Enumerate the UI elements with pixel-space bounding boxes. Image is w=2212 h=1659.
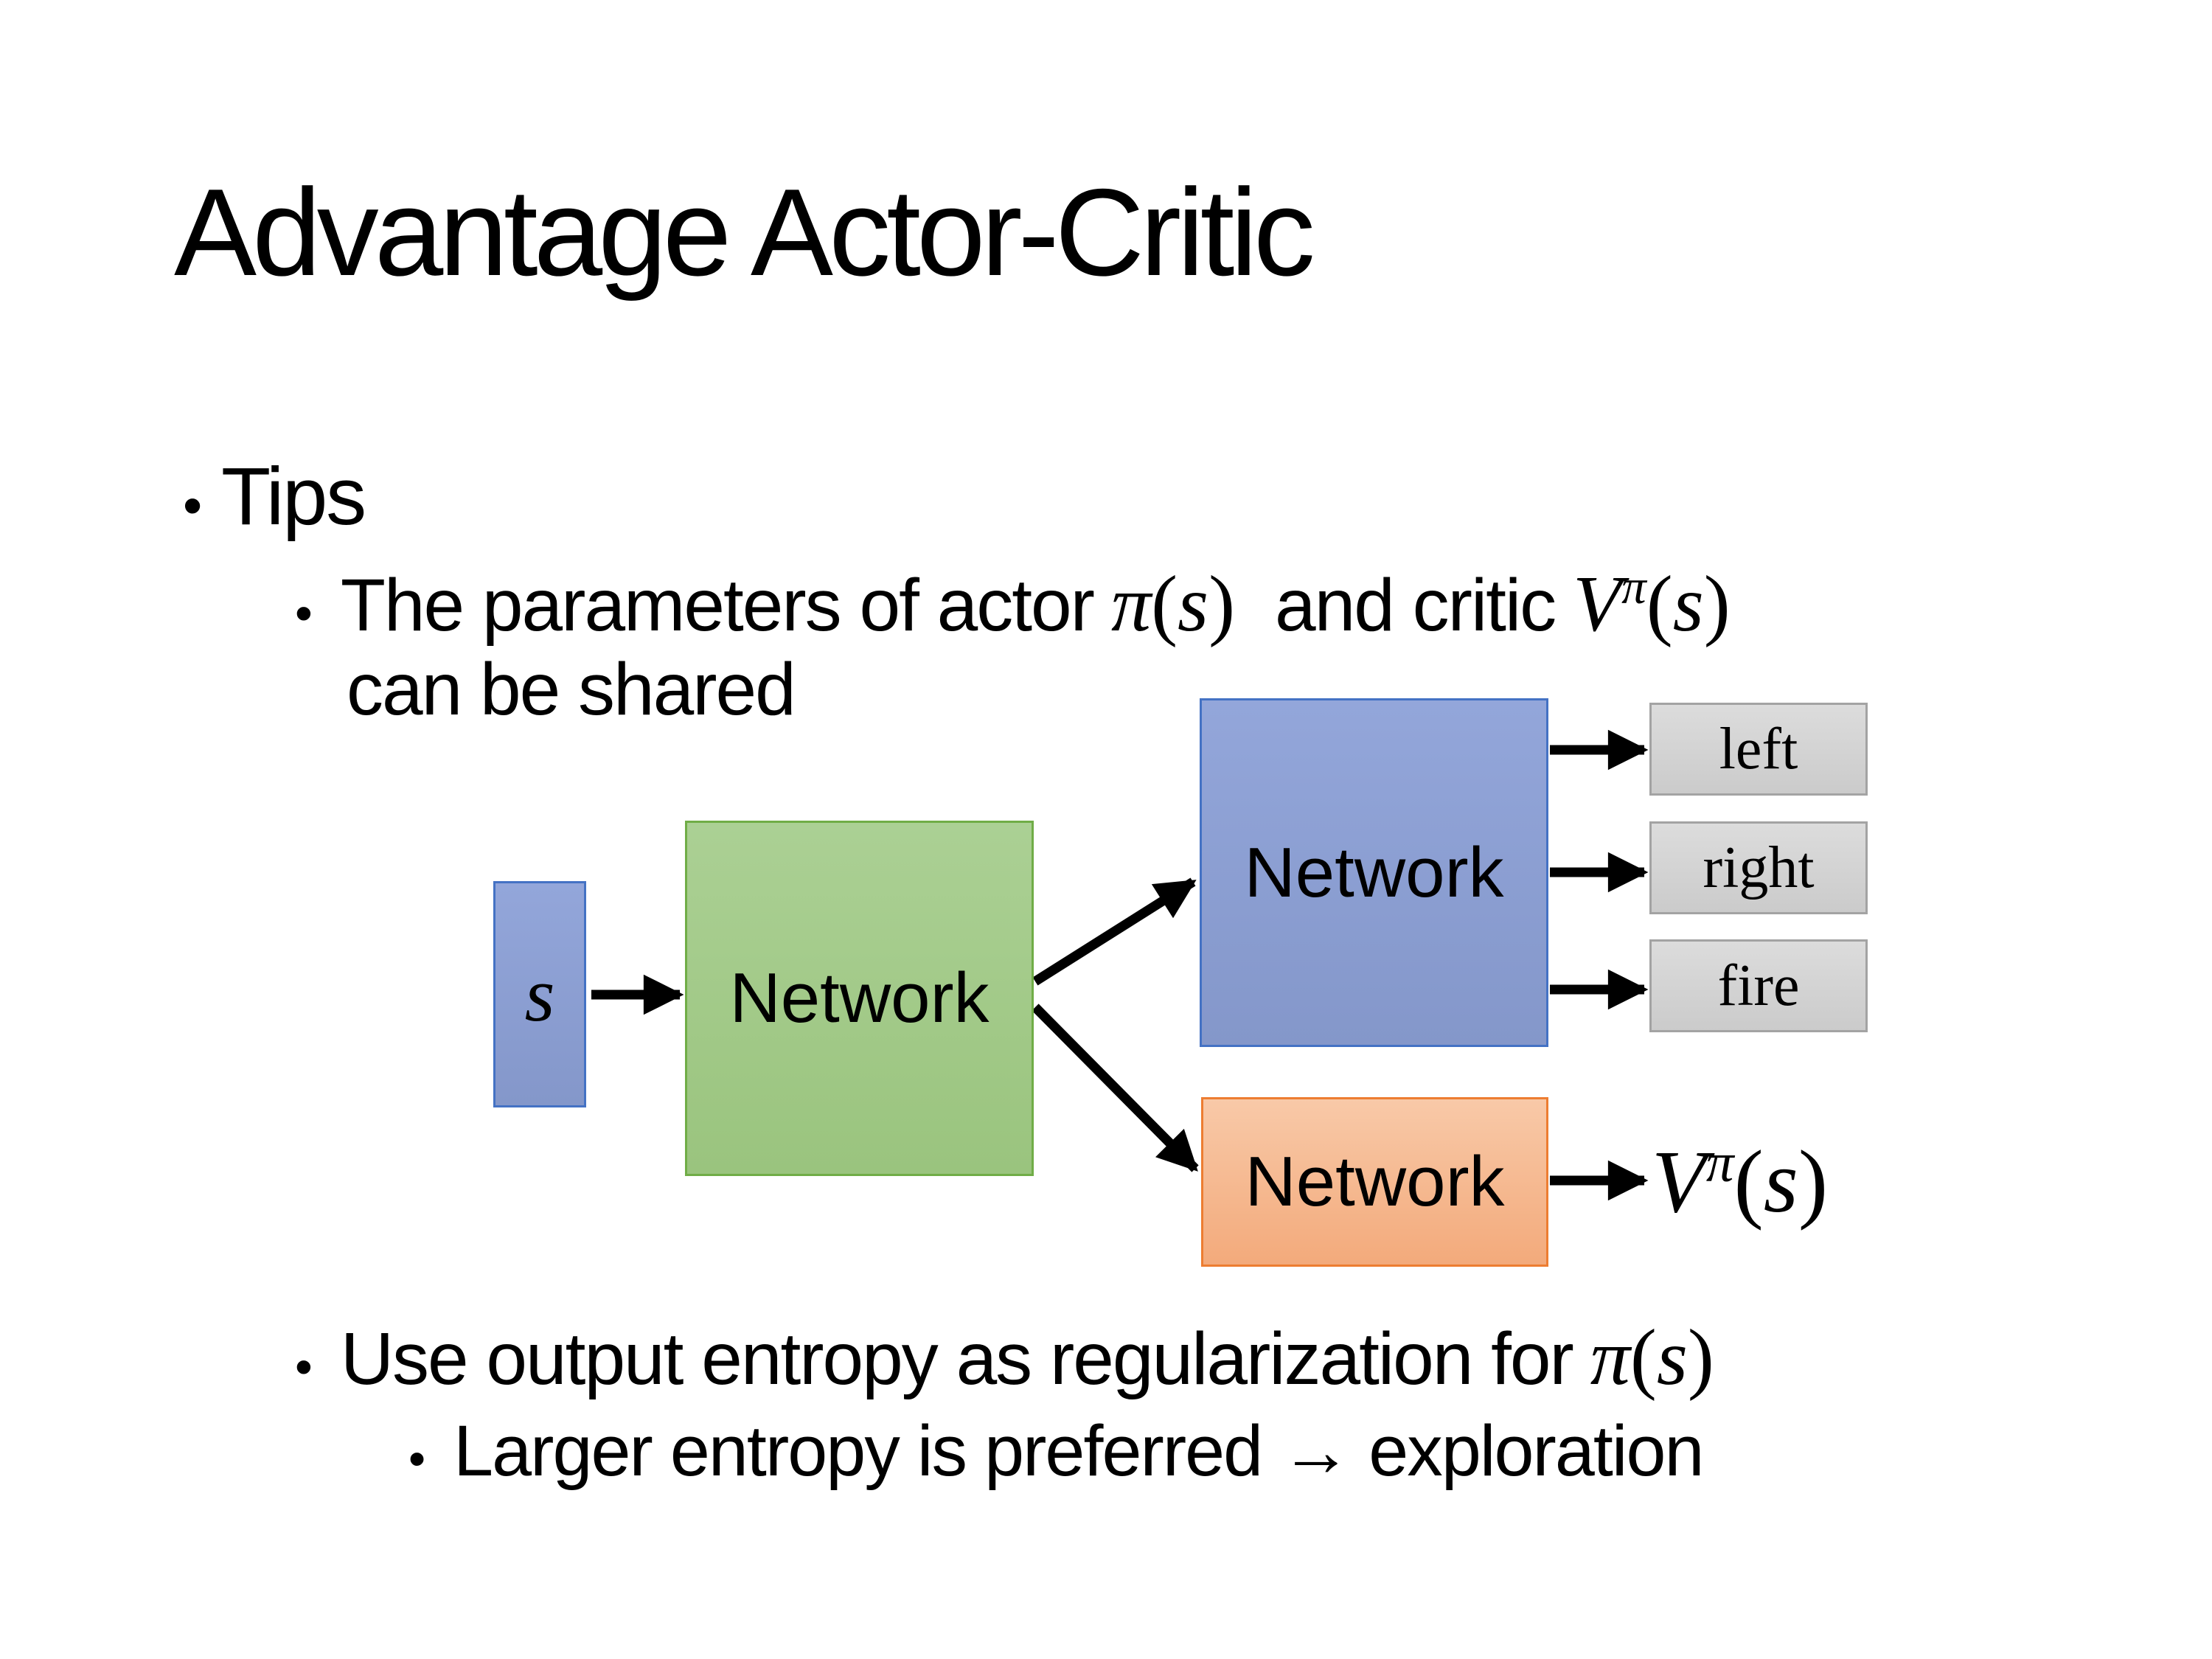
math-pi-s: π(s) xyxy=(1110,560,1236,648)
bullet-marker: • xyxy=(295,1339,313,1395)
bullet-shared-parameters-line2: can be shared xyxy=(347,647,796,732)
math-V-pi-s: Vπ(s) xyxy=(1573,560,1731,648)
math-pi-s-2: π(s) xyxy=(1590,1314,1714,1402)
state-input-box: s xyxy=(493,881,586,1107)
action-box-right: right xyxy=(1649,821,1868,914)
bullet-marker: • xyxy=(295,585,313,641)
critic-network-label: Network xyxy=(1245,1142,1505,1221)
action-label-fire: fire xyxy=(1717,953,1800,1018)
bullet-exploration-text: Larger entropy is preferred → exploratio… xyxy=(453,1411,1704,1491)
arrow-shared-to-actor-network xyxy=(1032,877,1197,986)
action-box-left: left xyxy=(1649,703,1868,796)
shared-network-label: Network xyxy=(729,959,990,1037)
math-V-pi-s-output: Vπ(s) xyxy=(1652,1132,1829,1231)
critic-network-box: Network xyxy=(1201,1097,1548,1267)
shared-mid-text: and critic xyxy=(1275,564,1557,647)
actor-network-label: Network xyxy=(1244,832,1504,912)
action-box-fire: fire xyxy=(1649,939,1868,1032)
bullet-exploration: • Larger entropy is preferred → explorat… xyxy=(408,1410,1704,1492)
bullet-entropy-regularization: • Use output entropy as regularization f… xyxy=(295,1312,1714,1404)
action-label-left: left xyxy=(1719,716,1798,782)
action-label-right: right xyxy=(1703,835,1815,900)
bullet-marker: • xyxy=(183,474,202,536)
shared-line2-text: can be shared xyxy=(347,648,796,731)
critic-value-output: Vπ(s) xyxy=(1652,1097,1828,1267)
entropy-pre-text: Use output entropy as regularization for xyxy=(340,1318,1574,1400)
bullet-marker: • xyxy=(408,1431,425,1486)
actor-network-box: Network xyxy=(1200,698,1548,1047)
bullet-tips: • Tips xyxy=(183,450,366,543)
shared-pre-text: The parameters of actor xyxy=(340,564,1095,647)
shared-network-box: Network xyxy=(685,821,1034,1176)
state-input-label: s xyxy=(524,951,555,1037)
arrow-shared-to-critic-network xyxy=(1032,1004,1199,1172)
bullet-tips-label: Tips xyxy=(221,451,366,542)
page-title: Advantage Actor-Critic xyxy=(174,163,1315,302)
bullet-entropy-text: Use output entropy as regularization for… xyxy=(341,1312,1714,1404)
